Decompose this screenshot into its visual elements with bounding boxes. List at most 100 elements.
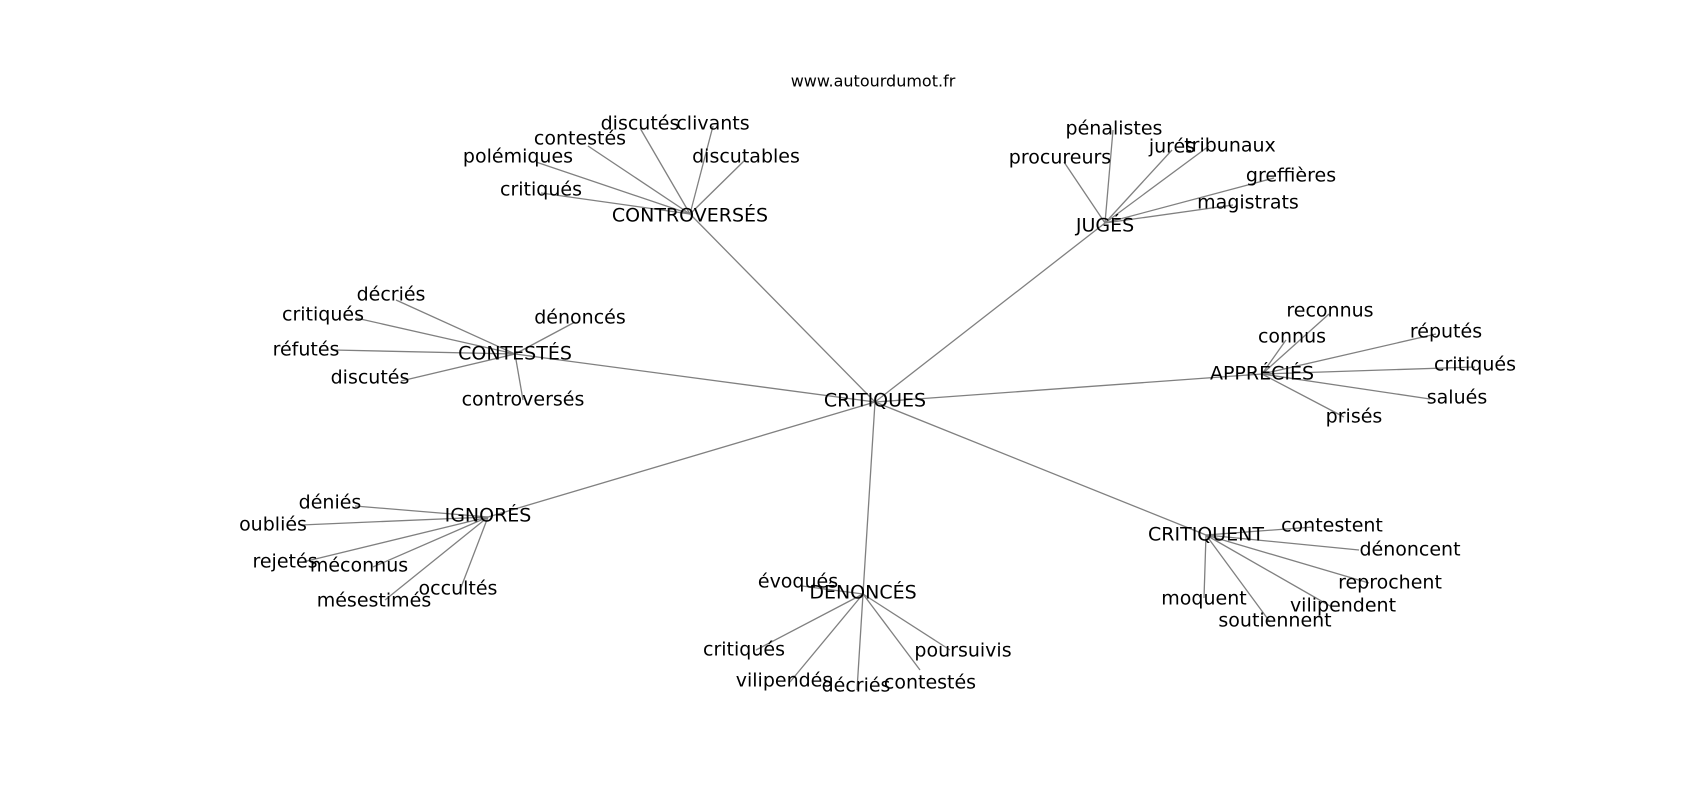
edge-center-denonces bbox=[862, 401, 876, 595]
leaf-node-contestes-2: réfutés bbox=[273, 339, 340, 361]
edge-apprecies-0 bbox=[1261, 313, 1330, 375]
edge-ignores-5 bbox=[459, 516, 489, 591]
edge-denonces-5 bbox=[862, 593, 951, 651]
leaf-node-juges-5: magistrats bbox=[1197, 192, 1299, 214]
edge-contestes-4 bbox=[514, 321, 576, 355]
leaf-node-ignores-2: rejetés bbox=[252, 551, 317, 573]
leaf-node-apprecies-2: réputés bbox=[1410, 321, 1482, 343]
leaf-node-denonces-4: contestés bbox=[884, 672, 976, 694]
leaf-node-denonces-3: décriés bbox=[822, 675, 891, 697]
cluster-node-controverses: CONTROVERSÉS bbox=[612, 204, 768, 227]
leaf-node-juges-3: tribunaux bbox=[1184, 135, 1276, 157]
leaf-node-critiquent-4: soutiennent bbox=[1218, 610, 1331, 632]
edge-denonces-4 bbox=[862, 593, 921, 671]
edge-critiquent-2 bbox=[1205, 534, 1370, 584]
edge-ignores-1 bbox=[300, 516, 489, 526]
edge-ignores-2 bbox=[302, 516, 489, 563]
edge-denonces-3 bbox=[856, 593, 864, 691]
leaf-node-apprecies-1: connus bbox=[1258, 326, 1326, 348]
leaf-node-apprecies-0: reconnus bbox=[1286, 300, 1373, 322]
leaf-node-denonces-0: évoqués bbox=[758, 571, 838, 593]
cluster-node-denonces: DÉNONCÉS bbox=[809, 581, 916, 604]
leaf-node-controverses-0: critiqués bbox=[500, 179, 582, 201]
leaf-node-contestes-0: décriés bbox=[357, 284, 426, 306]
edge-center-critiquent bbox=[874, 401, 1207, 536]
source-watermark: www.autourdumot.fr bbox=[791, 72, 956, 91]
edge-juges-3 bbox=[1104, 145, 1210, 224]
edge-contestes-2 bbox=[332, 349, 516, 355]
leaf-node-ignores-5: occultés bbox=[419, 578, 498, 600]
edge-juges-1 bbox=[1104, 129, 1114, 224]
edge-apprecies-5 bbox=[1261, 373, 1345, 418]
edge-controverses-0 bbox=[540, 192, 691, 215]
leaf-node-denonces-5: poursuivis bbox=[914, 640, 1011, 662]
edge-critiquent-3 bbox=[1205, 534, 1331, 607]
edge-critiquent-4 bbox=[1205, 534, 1271, 623]
leaf-node-critiquent-0: contestent bbox=[1281, 515, 1383, 537]
edge-juges-0 bbox=[1063, 161, 1106, 224]
edge-ignores-3 bbox=[372, 516, 489, 568]
leaf-node-ignores-4: mésestimés bbox=[317, 590, 432, 612]
edge-controverses-4 bbox=[689, 125, 714, 215]
leaf-node-juges-2: jurés bbox=[1148, 136, 1195, 158]
leaf-node-ignores-1: oubliés bbox=[239, 514, 307, 536]
leaf-node-apprecies-5: prisés bbox=[1326, 406, 1383, 428]
edge-center-apprecies bbox=[874, 373, 1263, 403]
leaf-node-contestes-5: controversés bbox=[462, 389, 585, 411]
edge-critiquent-0 bbox=[1205, 526, 1314, 536]
cluster-node-contestes: CONTESTÉS bbox=[458, 342, 572, 365]
leaf-node-contestes-4: dénoncés bbox=[534, 307, 626, 329]
leaf-node-controverses-1: polémiques bbox=[463, 146, 573, 168]
edge-center-ignores bbox=[487, 401, 876, 518]
leaf-node-juges-1: pénalistes bbox=[1066, 118, 1163, 140]
edge-contestes-5 bbox=[514, 353, 524, 401]
edge-juges-2 bbox=[1104, 149, 1173, 224]
leaf-node-critiquent-3: vilipendent bbox=[1290, 595, 1396, 617]
center-node-label: CRITIQUES bbox=[824, 390, 926, 412]
edge-center-contestes bbox=[514, 353, 876, 403]
edge-critiquent-5 bbox=[1203, 534, 1207, 599]
leaf-node-juges-0: procureurs bbox=[1009, 147, 1111, 169]
edge-contestes-0 bbox=[395, 299, 516, 355]
edge-apprecies-2 bbox=[1261, 333, 1437, 375]
edge-controverses-3 bbox=[639, 127, 691, 215]
leaf-node-controverses-5: discutables bbox=[692, 146, 800, 168]
edge-contestes-3 bbox=[400, 353, 516, 382]
leaf-node-critiquent-5: moquent bbox=[1161, 588, 1246, 610]
edges bbox=[300, 125, 1476, 691]
edge-apprecies-3 bbox=[1261, 366, 1476, 375]
leaf-node-contestes-3: discutés bbox=[331, 367, 410, 389]
edge-denonces-1 bbox=[755, 593, 864, 651]
labels: CRITIQUES CONTROVERSÉS critiqués polémiques… bbox=[239, 113, 1516, 697]
cluster-node-apprecies: APPRÉCIÉS bbox=[1210, 362, 1314, 385]
leaf-node-critiquent-1: dénoncent bbox=[1359, 539, 1460, 561]
leaf-node-controverses-4: clivants bbox=[676, 113, 749, 135]
edge-contestes-1 bbox=[355, 317, 516, 355]
edge-apprecies-1 bbox=[1261, 339, 1287, 375]
edge-center-controverses bbox=[689, 213, 876, 403]
leaf-node-ignores-3: méconnus bbox=[310, 555, 408, 577]
edge-center-juges bbox=[874, 222, 1106, 403]
edge-controverses-1 bbox=[535, 161, 691, 215]
leaf-node-ignores-0: déniés bbox=[299, 492, 362, 514]
leaf-node-denonces-2: vilipendés bbox=[736, 670, 833, 692]
cluster-node-ignores: IGNORÉS bbox=[445, 504, 532, 527]
leaf-node-juges-4: greffières bbox=[1246, 165, 1336, 187]
cluster-node-juges: JUGÉS bbox=[1075, 214, 1134, 237]
cluster-node-critiquent: CRITIQUENT bbox=[1148, 524, 1264, 546]
edge-denonces-2 bbox=[789, 593, 864, 683]
edge-controverses-2 bbox=[587, 145, 691, 215]
leaf-node-critiquent-2: reprochent bbox=[1338, 572, 1442, 594]
edge-critiquent-1 bbox=[1205, 534, 1360, 551]
leaf-node-denonces-1: critiqués bbox=[703, 639, 785, 661]
leaf-node-contestes-1: critiqués bbox=[282, 304, 364, 326]
edge-juges-5 bbox=[1104, 204, 1234, 224]
leaf-node-apprecies-4: salués bbox=[1427, 387, 1487, 409]
leaf-node-controverses-2: contestés bbox=[534, 128, 626, 150]
edge-ignores-4 bbox=[384, 516, 489, 601]
edge-juges-4 bbox=[1104, 177, 1275, 224]
edge-apprecies-4 bbox=[1261, 373, 1431, 400]
edge-denonces-0 bbox=[801, 585, 864, 595]
edge-controverses-5 bbox=[689, 159, 746, 215]
